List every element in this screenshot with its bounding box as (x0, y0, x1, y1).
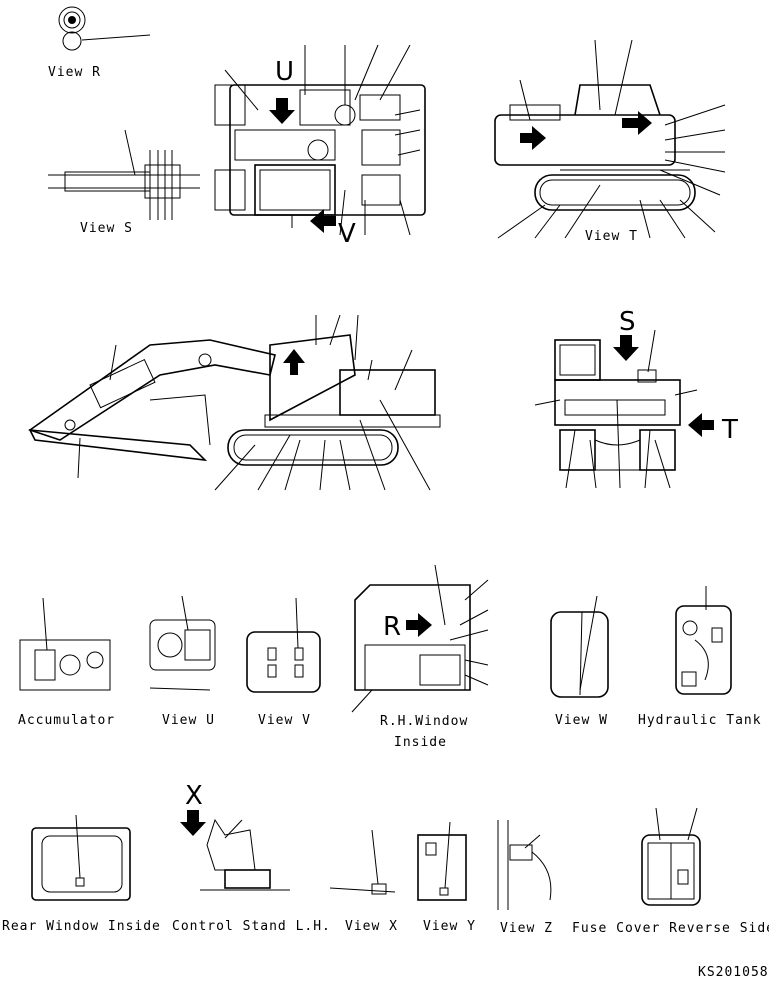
rh-window-label-line2: Inside (394, 735, 447, 750)
fuse-cover-label: Fuse Cover Reverse Side (572, 921, 769, 936)
rh-window-label-line1: R.H.Window (380, 714, 468, 729)
view-z-detail (497, 820, 552, 910)
view-v-label: View V (258, 713, 311, 728)
arrow-label-v: V (338, 219, 356, 249)
view-v-detail (246, 597, 321, 693)
arrow-label-x: X (185, 781, 203, 811)
machine-rear-side-view (494, 39, 726, 239)
view-s-label: View S (80, 221, 133, 236)
view-w-detail (550, 595, 609, 698)
hydraulic-tank-label: Hydraulic Tank (638, 713, 762, 728)
view-x-detail (329, 829, 396, 895)
accumulator-label: Accumulator (18, 713, 115, 728)
view-r-label: View R (48, 65, 101, 80)
arrow-label-t: T (721, 415, 738, 445)
view-y-detail (417, 821, 467, 901)
rear-window-inside-detail (31, 814, 131, 901)
view-r-detail (58, 6, 151, 51)
drawing-number: KS201058 (698, 965, 769, 980)
arrow-label-r: R (383, 612, 401, 642)
view-s-detail (48, 129, 200, 220)
view-u-detail (149, 595, 216, 691)
arrow-label-u: U (275, 57, 294, 87)
view-w-label: View W (555, 713, 608, 728)
view-y-label: View Y (423, 919, 476, 934)
control-stand-lh-label: Control Stand L.H. (172, 919, 331, 934)
control-stand-lh-detail (180, 810, 290, 891)
hydraulic-tank-detail (675, 586, 732, 695)
machine-rear-view (534, 329, 714, 489)
view-x-label: View X (345, 919, 398, 934)
accumulator-detail (19, 597, 111, 691)
excavator-side-view (28, 314, 441, 491)
view-u-label: View U (162, 713, 215, 728)
machine-top-view (214, 44, 426, 236)
fuse-cover-detail (641, 807, 701, 906)
arrow-label-s: S (619, 307, 636, 337)
view-t-label: View T (585, 229, 638, 244)
rh-window-inside-detail (351, 564, 489, 713)
rear-window-inside-label: Rear Window Inside (2, 919, 161, 934)
view-z-label: View Z (500, 921, 553, 936)
